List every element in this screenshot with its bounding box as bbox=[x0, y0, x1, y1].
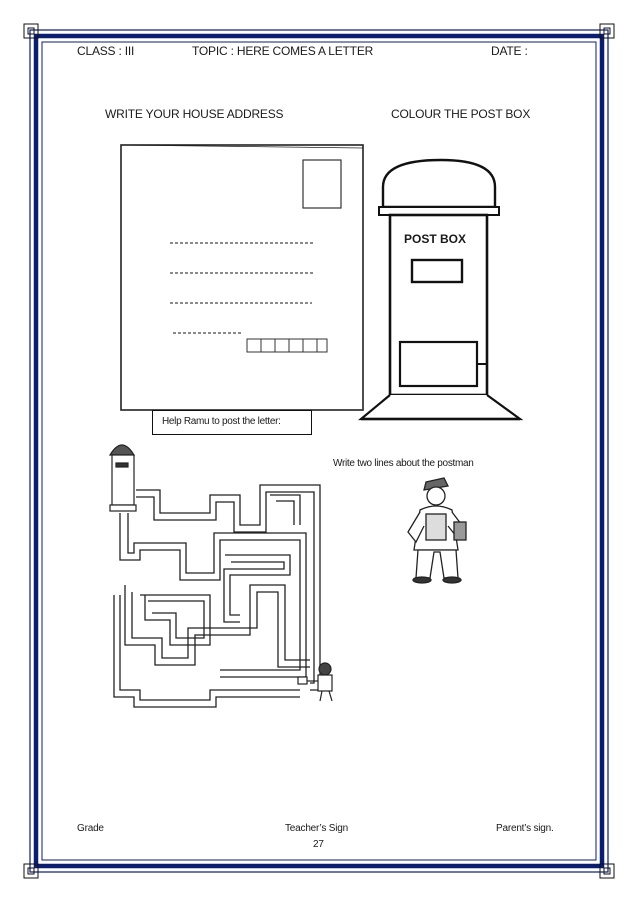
postman-illustration bbox=[407, 477, 467, 584]
class-label: CLASS : III bbox=[77, 44, 135, 58]
envelope-illustration bbox=[120, 144, 364, 411]
maze-instruction: Help Ramu to post the letter: bbox=[162, 416, 281, 427]
postman-instruction: Write two lines about the postman bbox=[333, 458, 474, 469]
grade-label: Grade bbox=[77, 823, 104, 834]
postbox-illustration bbox=[357, 158, 524, 421]
parent-sign-label: Parent’s sign. bbox=[496, 823, 554, 834]
teacher-sign-label: Teacher’s Sign bbox=[285, 823, 348, 834]
topic-label: TOPIC : HERE COMES A LETTER bbox=[192, 44, 374, 58]
date-label: DATE : bbox=[491, 44, 528, 58]
maze bbox=[108, 444, 333, 708]
postbox-title: COLOUR THE POST BOX bbox=[391, 107, 531, 121]
address-title: WRITE YOUR HOUSE ADDRESS bbox=[105, 107, 284, 121]
page-number: 27 bbox=[313, 839, 324, 850]
maze-instruction-box: Help Ramu to post the letter: bbox=[152, 410, 312, 435]
postbox-sign: POST BOX bbox=[404, 232, 467, 246]
